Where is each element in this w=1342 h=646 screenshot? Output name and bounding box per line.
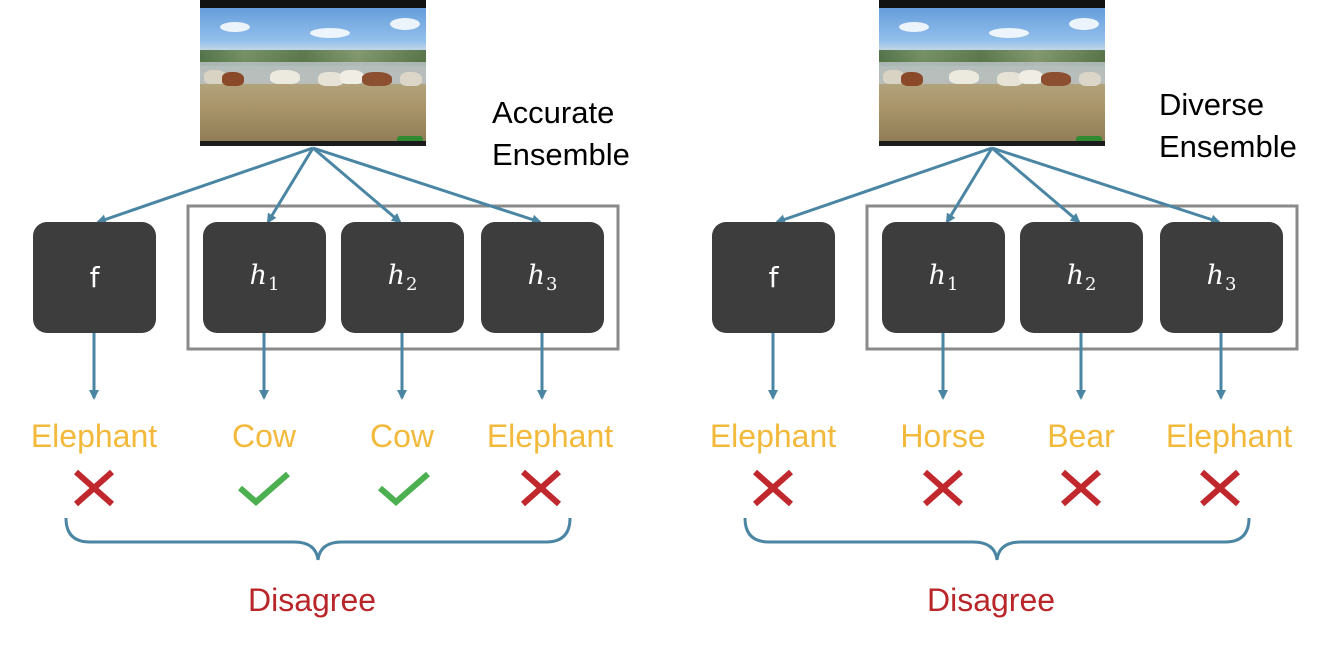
model-node-f: f xyxy=(33,222,156,333)
node-label: h xyxy=(387,260,405,291)
model-node-h3: h3 xyxy=(1160,222,1283,333)
ensemble-title-line1: Diverse xyxy=(1159,87,1265,122)
prediction-label: Cow xyxy=(369,418,434,454)
cross-mark-icon xyxy=(1061,469,1101,507)
outcome-label: Disagree xyxy=(247,582,377,618)
accurate-ensemble-panel: Accurate Ensemble f h1 h2 h3 Elephant Co… xyxy=(30,0,630,618)
node-subscript: 2 xyxy=(405,274,418,295)
model-node-h2: h2 xyxy=(341,222,464,333)
camera-trap-photo xyxy=(200,0,426,146)
model-node-h1: h1 xyxy=(203,222,326,333)
ensemble-title-line1: Accurate xyxy=(492,95,615,130)
node-subscript: 2 xyxy=(1084,274,1097,295)
node-subscript: 1 xyxy=(946,274,959,295)
node-label: f xyxy=(768,261,779,294)
node-label: h xyxy=(249,260,267,291)
prediction-label: Elephant xyxy=(30,418,158,454)
prediction-label: Bear xyxy=(1047,418,1115,454)
node-label: h xyxy=(527,260,545,291)
outcome-label: Disagree xyxy=(926,582,1056,618)
ensemble-title: Diverse Ensemble xyxy=(1159,84,1297,168)
node-label: h xyxy=(928,260,946,291)
cross-mark-icon xyxy=(923,469,963,507)
node-subscript: 1 xyxy=(267,274,280,295)
ensemble-title: Accurate Ensemble xyxy=(492,92,630,176)
prediction-label: Elephant xyxy=(486,418,614,454)
model-node-f: f xyxy=(712,222,835,333)
ensemble-title-line2: Ensemble xyxy=(492,137,630,172)
node-label: f xyxy=(89,261,100,294)
prediction-label: Cow xyxy=(231,418,296,454)
diverse-ensemble-panel: Diverse Ensemble f h1 h2 h3 Elephant Hor… xyxy=(679,0,1342,646)
model-node-h2: h2 xyxy=(1020,222,1143,333)
prediction-label: Elephant xyxy=(1165,418,1293,454)
cross-mark-icon xyxy=(74,469,114,507)
node-label: h xyxy=(1206,260,1224,291)
check-mark-icon xyxy=(378,471,430,506)
camera-trap-photo xyxy=(879,0,1105,146)
grouping-brace xyxy=(64,517,572,561)
cross-mark-icon xyxy=(753,469,793,507)
connector-arrows xyxy=(743,146,1299,561)
node-subscript: 3 xyxy=(1224,274,1237,295)
node-label: h xyxy=(1066,260,1084,291)
grouping-brace xyxy=(743,517,1251,561)
node-subscript: 3 xyxy=(545,274,558,295)
model-node-h1: h1 xyxy=(882,222,1005,333)
connector-arrows xyxy=(64,146,620,561)
ensemble-title-line2: Ensemble xyxy=(1159,129,1297,164)
model-node-h3: h3 xyxy=(481,222,604,333)
prediction-label: Elephant xyxy=(709,418,837,454)
check-mark-icon xyxy=(238,471,290,506)
cross-mark-icon xyxy=(1200,469,1240,507)
cross-mark-icon xyxy=(521,469,561,507)
prediction-label: Horse xyxy=(900,418,986,454)
